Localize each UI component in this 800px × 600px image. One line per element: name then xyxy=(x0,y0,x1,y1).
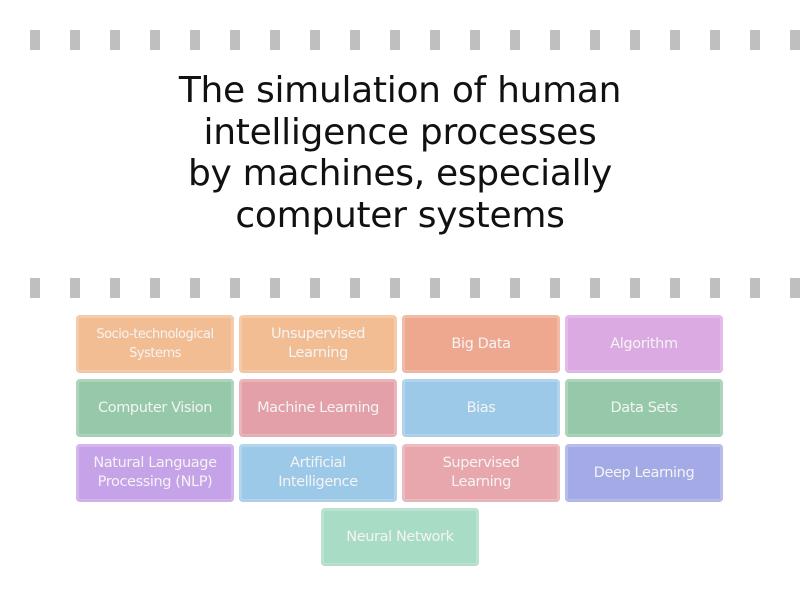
answer-tile-text: Data Sets xyxy=(610,399,678,416)
answer-tile-text: Learning xyxy=(288,345,348,361)
divider-dash xyxy=(150,278,160,298)
divider-dash xyxy=(510,278,520,298)
divider-dash xyxy=(470,278,480,298)
question-line: computer systems xyxy=(235,194,565,236)
answer-tile-text: Bias xyxy=(466,399,496,416)
divider-dash xyxy=(510,30,520,50)
answer-tile-label: Deep Learning xyxy=(594,464,695,483)
divider-dash xyxy=(190,278,200,298)
answer-tile-text: Learning xyxy=(451,474,511,490)
answer-tile-label: Algorithm xyxy=(610,335,678,354)
divider-dash xyxy=(230,30,240,50)
answer-tile-text: Unsupervised xyxy=(270,326,366,342)
divider-dash xyxy=(30,30,40,50)
divider-dash xyxy=(270,30,280,50)
answer-tile-text: Natural Language xyxy=(93,455,217,471)
divider-dash xyxy=(270,278,280,298)
divider-dash xyxy=(590,278,600,298)
divider-dash xyxy=(310,30,320,50)
answer-tile-text: Machine Learning xyxy=(257,399,379,416)
answer-tile-text: Socio-technological xyxy=(96,327,214,342)
divider-dash xyxy=(550,30,560,50)
divider-dash xyxy=(550,278,560,298)
divider-dash xyxy=(430,30,440,50)
answer-tile[interactable]: Big Data xyxy=(402,315,560,373)
divider-dash xyxy=(70,278,80,298)
divider-dash xyxy=(590,30,600,50)
divider-dash xyxy=(150,30,160,50)
divider-dash xyxy=(190,30,200,50)
answer-tile-label: Data Sets xyxy=(611,399,678,418)
divider-dash xyxy=(670,278,680,298)
answer-tile-text: Supervised xyxy=(442,455,520,471)
answer-tile-label: Computer Vision xyxy=(98,399,212,418)
divider-dash xyxy=(30,278,40,298)
answer-tile-text: Neural Network xyxy=(346,528,454,545)
answer-tile[interactable]: Algorithm xyxy=(565,315,723,373)
divider-dash xyxy=(110,278,120,298)
divider-dash xyxy=(710,278,720,298)
divider-dash xyxy=(230,278,240,298)
answer-tile[interactable]: Deep Learning xyxy=(565,444,723,502)
answer-tile-text: Big Data xyxy=(451,335,511,352)
answer-tile-text: Algorithm xyxy=(610,335,678,352)
answer-tile-label: Machine Learning xyxy=(257,399,379,418)
bottom-dash-divider xyxy=(0,278,800,298)
answer-tile-text: Deep Learning xyxy=(593,464,695,481)
divider-dash xyxy=(350,278,360,298)
answer-tile-text: Processing (NLP) xyxy=(97,474,213,490)
divider-dash xyxy=(630,278,640,298)
answer-tile-label: Neural Network xyxy=(346,528,454,547)
answer-tile-text: Computer Vision xyxy=(98,399,212,416)
divider-dash xyxy=(110,30,120,50)
divider-dash xyxy=(750,278,760,298)
answer-tile-text: Artificial xyxy=(290,455,346,471)
divider-dash xyxy=(790,278,800,298)
answer-tile[interactable]: Computer Vision xyxy=(76,379,234,437)
question-prompt: The simulation of human intelligence pro… xyxy=(100,70,700,236)
divider-dash xyxy=(750,30,760,50)
question-line: by machines, especially xyxy=(187,153,613,194)
divider-dash xyxy=(350,30,360,50)
answer-tile[interactable]: Data Sets xyxy=(565,379,723,437)
answer-tile-label: Big Data xyxy=(451,335,511,354)
question-line: The simulation of human xyxy=(178,70,622,111)
answer-tile[interactable]: Neural Network xyxy=(321,508,479,566)
answer-tile-text: Systems xyxy=(129,346,181,361)
answer-tile[interactable]: Machine Learning xyxy=(239,379,397,437)
divider-dash xyxy=(630,30,640,50)
divider-dash xyxy=(470,30,480,50)
divider-dash xyxy=(310,278,320,298)
top-dash-divider xyxy=(0,30,800,50)
answer-tile[interactable]: Bias xyxy=(402,379,560,437)
divider-dash xyxy=(390,30,400,50)
answer-tile-label: Bias xyxy=(467,399,496,418)
divider-dash xyxy=(670,30,680,50)
question-line: intelligence processes xyxy=(203,111,597,153)
divider-dash xyxy=(70,30,80,50)
divider-dash xyxy=(710,30,720,50)
divider-dash xyxy=(430,278,440,298)
divider-dash xyxy=(390,278,400,298)
answer-tile-text: Intelligence xyxy=(278,474,358,490)
divider-dash xyxy=(790,30,800,50)
